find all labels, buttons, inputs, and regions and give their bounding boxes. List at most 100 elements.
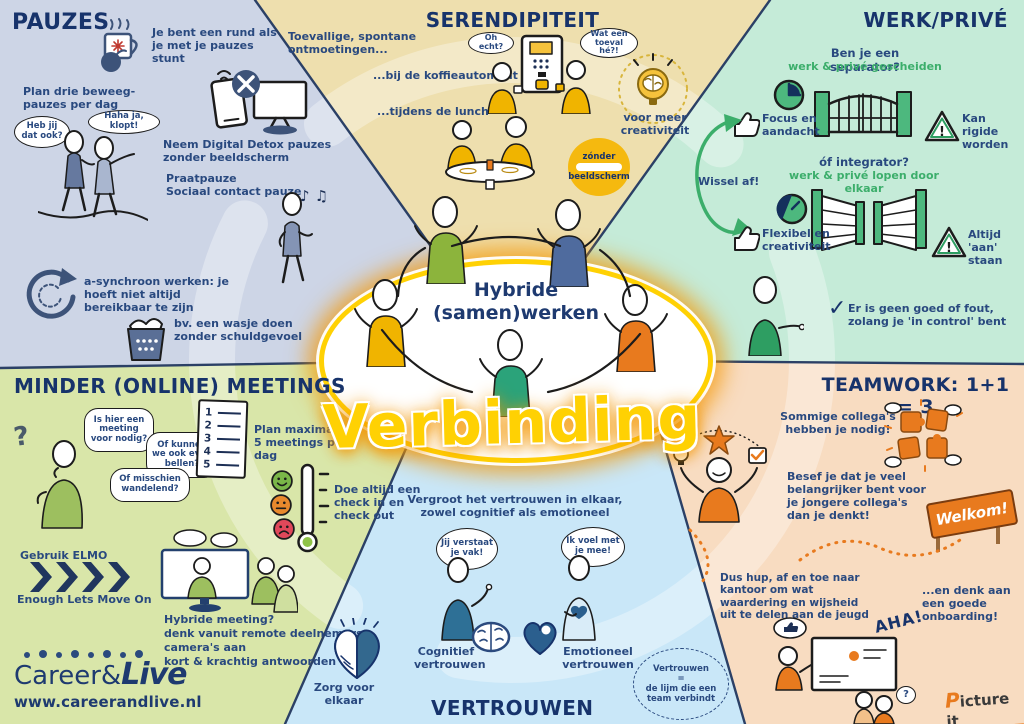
welkom-text: Welkom!	[934, 498, 1010, 530]
meetings-list-notepad: 1 2 3 4 5	[195, 399, 249, 479]
center-title: Hybride (samen)werken	[322, 279, 710, 325]
pauzes-title: PAUZES	[12, 10, 110, 35]
zorg-voor-elkaar-note: Zorg voor elkaar	[313, 681, 375, 707]
picture-it-wordmark: Picture it	[944, 683, 1024, 724]
minder-hybride-line1: Hybride meeting?	[164, 613, 275, 626]
minder-hybride-line3: camera's aan	[164, 641, 247, 654]
glue-line4: team verbindt	[646, 694, 716, 705]
serendipiteit-bubble-1: Oh echt?	[468, 32, 514, 54]
vertrouwen-glue-oval: Vertrouwen = de lijm die een team verbin…	[633, 648, 729, 720]
svg-text:!: !	[946, 241, 952, 256]
whiteboard-icon	[768, 616, 908, 724]
list-number: 5	[202, 457, 211, 471]
glue-line2: =	[677, 673, 685, 684]
list-line	[217, 411, 241, 415]
center-title-line2: (samen)werken	[432, 301, 600, 324]
gate-open-icon	[808, 188, 930, 258]
warning-icon: !	[924, 110, 960, 146]
picture-it-logo: Picture it VISUAL CONSULTING	[944, 683, 1024, 724]
chevrons-icon	[30, 562, 130, 596]
laundry-basket-icon	[122, 314, 170, 366]
website-url: www.careerandlive.nl	[14, 693, 202, 711]
teamwork-dushup-note: Dus hup, af en toe naar kantoor om wat w…	[720, 572, 869, 622]
badge-bar	[576, 163, 622, 171]
werkprive-title: WERK/PRIVÉ	[863, 8, 1008, 32]
banner-post-right	[996, 518, 1000, 544]
emotioneel-label: Emotioneel vertrouwen	[562, 645, 634, 671]
verbinding-word: Verbinding	[321, 383, 703, 463]
pauzes-plan-note: Plan drie beweeg-pauzes per dag	[23, 85, 136, 111]
check-glyph: ✓	[828, 296, 847, 321]
mug-bomb-icon	[95, 18, 145, 78]
vertrouwen-title: VERTROUWEN	[431, 696, 594, 720]
handshake-heart-icon	[324, 617, 390, 686]
clock-icon	[772, 78, 806, 116]
center-title-line1: Hybride	[473, 279, 559, 301]
integrator-con-note: Altijd 'aan' staan	[968, 228, 1003, 267]
walking-people-icon	[37, 126, 149, 238]
pauzes-praat-note: Praatpauze	[166, 172, 237, 185]
smiley-happy-icon	[271, 470, 293, 496]
elmo-title: Gebruik ELMO	[20, 549, 108, 562]
coffee-pair-icon	[478, 58, 604, 118]
list-number: 1	[204, 405, 213, 419]
serendipiteit-intro: Toevallige, spontane ontmoetingen...	[288, 30, 417, 56]
list-line	[216, 450, 240, 454]
teamwork-onboarding-note: ...en denk aan een goede onboarding!	[922, 584, 1011, 623]
teamwork-nodig-note: Sommige collega's hebben je nodig!	[780, 410, 896, 436]
person-green-shirt	[413, 196, 479, 288]
pauzes-wasje-note: bv. een wasje doen zonder schuldgevoel	[174, 317, 303, 343]
digital-detox-icon	[210, 62, 310, 142]
music-notes-icon: ♪ ♫	[300, 187, 329, 205]
svg-text:!: !	[939, 125, 945, 140]
brand-career: Career	[14, 661, 101, 691]
career-and-live-logo: Career&Live www.careerandlive.nl	[14, 650, 202, 711]
separator-con-note: Kan rigide worden	[962, 112, 1009, 151]
smiley-neutral-icon	[270, 494, 292, 520]
music-person-icon	[262, 192, 326, 296]
warning-icon-2: !	[931, 226, 967, 262]
cognitief-label: Cognitief vertrouwen	[414, 645, 486, 671]
check-person-icon	[738, 276, 806, 360]
minder-cloud-1: Is hier een meeting voor nodig?	[84, 408, 154, 452]
brand-live: Live	[121, 657, 187, 692]
elmo-sub: Enough Lets Move On	[17, 593, 152, 606]
thinker-icon	[18, 432, 96, 534]
list-line	[216, 437, 241, 441]
pauzes-speech-bubble-2: Haha ja, klopt!	[88, 110, 160, 134]
brand-name: Career&Live	[14, 660, 202, 690]
list-number: 4	[203, 444, 212, 458]
clock-half-icon	[775, 192, 809, 230]
minder-cloud-3: Of misschien wandelend?	[110, 468, 190, 502]
separator-sub: werk & privé gescheiden	[788, 60, 942, 73]
person-blue-shirt	[536, 199, 602, 291]
teamwork-besef-note: Besef je dat je veel belangrijker bent v…	[787, 470, 926, 522]
async-arrow-icon	[22, 264, 78, 324]
logo-dots-icon	[24, 650, 202, 658]
pauzes-detox-note: Neem Digital Detox pauzes zonder beeldsc…	[163, 138, 332, 164]
gate-closed-icon	[813, 82, 913, 142]
glue-line3: de lijm die een	[645, 684, 717, 694]
badge-line1: zónder	[582, 152, 616, 162]
vertrouwen-intro: Vergroot het vertrouwen in elkaar, zowel…	[407, 493, 623, 519]
heart-icon	[518, 618, 562, 662]
separator-question: Ben je een separator?	[830, 46, 900, 74]
lunch-icon	[428, 116, 554, 196]
question-bubble: ?	[896, 686, 916, 704]
integrator-pro-note: Flexibel en creativiteit	[762, 227, 831, 253]
separator-pro-note: Focus en aandacht	[762, 112, 820, 138]
list-number: 3	[203, 431, 212, 445]
puzzle-icon	[883, 398, 963, 476]
list-line	[216, 463, 240, 467]
thermometer-icon	[296, 462, 330, 558]
hybrid-meeting-icon	[160, 528, 299, 618]
brand-ampersand: &	[100, 661, 122, 691]
thumb-up-icon-2	[732, 224, 761, 256]
badge-line2: beeldscherm	[568, 172, 630, 182]
list-line	[217, 424, 241, 428]
integrator-sub: werk & privé lopen door elkaar	[789, 169, 939, 195]
list-number: 2	[204, 418, 212, 432]
pauzes-async-note: a-synchroon werken: je hoeft niet altijd…	[84, 275, 229, 314]
integrator-question: óf integrator?	[819, 155, 909, 169]
